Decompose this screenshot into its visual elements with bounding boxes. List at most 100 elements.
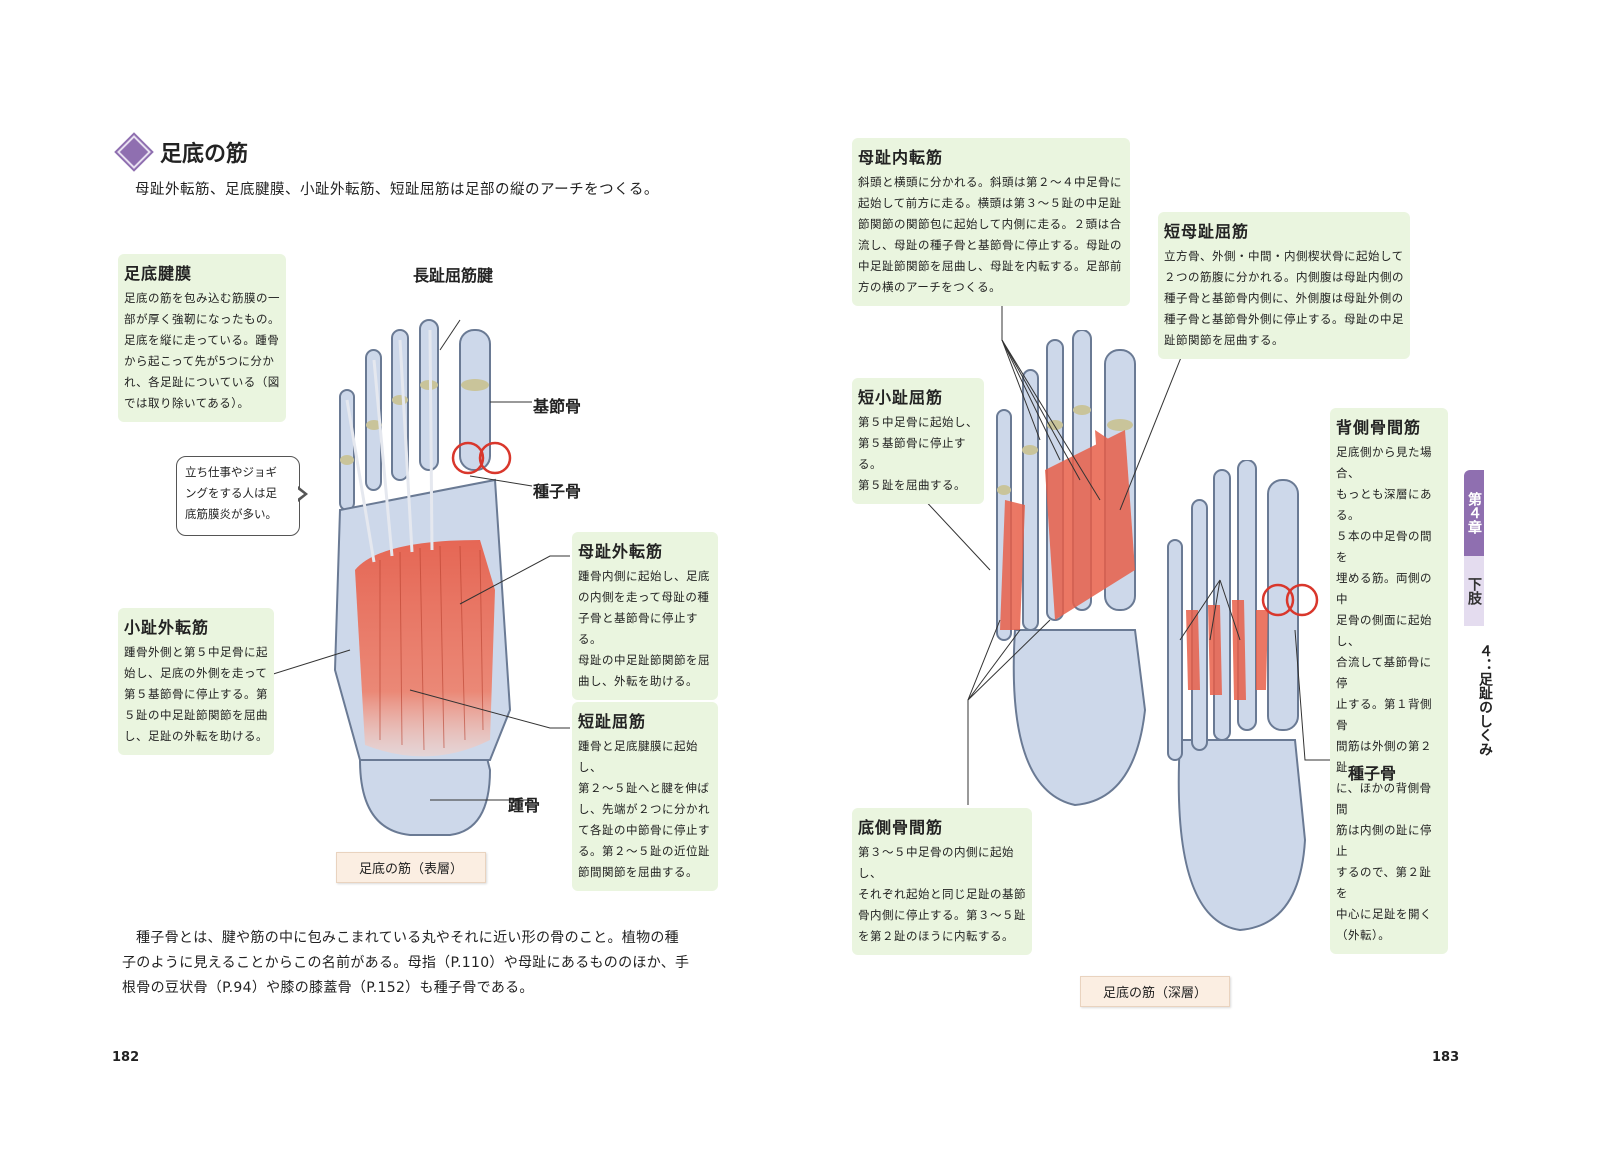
box-line: 中足趾節関節を屈曲し、母趾を内転する。足部前 [858, 259, 1122, 273]
foot-deep-illustration-1 [996, 330, 1147, 807]
box-tanshoushi-kukkin: 短小趾屈筋 第５中足骨に起始し、 第５基節骨に停止する。 第５趾を屈曲する。 [852, 378, 984, 504]
box-line: 節間関節を屈曲する。 [578, 865, 698, 879]
box-line: る。第２～５趾の近位趾 [578, 844, 710, 858]
body-line: 種子骨とは、腱や筋の中に包みこまれている丸やそれに近い形の骨のこと。植物の種 [136, 930, 679, 946]
body-text: 種子骨とは、腱や筋の中に包みこまれている丸やそれに近い形の骨のこと。植物の種 子… [122, 926, 722, 1001]
diamond-icon [114, 132, 154, 172]
box-line: 第３～５中足骨の内側に起始し、 [858, 845, 1014, 880]
box-line: 始し、足底の外側を走って [124, 666, 268, 680]
box-title: 母趾外転筋 [578, 542, 664, 561]
box-body: 第５中足骨に起始し、 第５基節骨に停止する。 第５趾を屈曲する。 [858, 412, 978, 496]
box-line: 骨内側に停止する。第３～５趾 [858, 908, 1026, 922]
body-line: 子のように見えることからこの名前がある。母指（P.110）や母趾にあるもののほか… [122, 955, 690, 971]
box-line: 節関節の関節包に起始して内側に走る。２頭は合 [858, 217, 1122, 231]
box-tanshi-kukkin: 短趾屈筋 踵骨と足底腱膜に起始し、 第２～５趾へと腱を伸ば し、先端が２つに分か… [572, 702, 718, 891]
box-body: 斜頭と横頭に分かれる。斜頭は第２～４中足骨に 起始して前方に走る。横頭は第３～５… [858, 172, 1124, 298]
box-title: 短趾屈筋 [578, 712, 647, 731]
box-title: 母趾内転筋 [858, 148, 944, 167]
box-line: し、足趾の外転を助ける。 [124, 729, 268, 743]
box-line: 足底側から見た場合、 [1336, 445, 1432, 480]
box-line: て各趾の中節骨に停止す [578, 823, 710, 837]
bubble-line: 底筋膜炎が多い。 [185, 507, 277, 521]
box-body: 踵骨外側と第５中足骨に起 始し、足底の外側を走って 第５基節骨に停止する。第 ５… [124, 642, 268, 747]
box-boshi-gaitenkin: 母趾外転筋 踵骨内側に起始し、足底 の内側を走って母趾の種 子骨と基節骨に停止す… [572, 532, 718, 700]
box-line: 第２～５趾へと腱を伸ば [578, 781, 710, 795]
box-line: 方の横のアーチをつくる。 [858, 280, 1002, 294]
box-line: を第２趾のほうに内転する。 [858, 929, 1014, 943]
box-line: 踵骨内側に起始し、足底 [578, 569, 710, 583]
box-tanboshi-kukkin: 短母趾屈筋 立方骨、外側・中間・内側楔状骨に起始して ２つの筋腹に分かれる。内側… [1158, 212, 1410, 359]
body-line: 根骨の豆状骨（P.94）や膝の膝蓋骨（P.152）も種子骨である。 [122, 980, 534, 996]
box-line: ５本の中足骨の間を [1336, 529, 1432, 564]
left-leader-lines [270, 319, 570, 801]
box-line: 趾節関節を屈曲する。 [1164, 333, 1284, 347]
box-line: 第５基節骨に停止する。第 [124, 687, 268, 701]
box-body: 足底の筋を包み込む筋膜の一 部が厚く強靭になったもの。 足底を縦に走っている。踵… [124, 288, 280, 414]
box-title: 底側骨間筋 [858, 818, 944, 837]
box-shoushi-gaitenkin: 小趾外転筋 踵骨外側と第５中足骨に起 始し、足底の外側を走って 第５基節骨に停止… [118, 608, 274, 755]
box-line: 合流して基節骨に停 [1336, 655, 1432, 690]
box-line: れ、各足趾についている（図 [124, 375, 280, 389]
bubble-line: 立ち仕事やジョギ [185, 465, 277, 479]
section-tab: ４：足趾のしくみ [1477, 644, 1493, 756]
box-sokutei-kenmaku: 足底腱膜 足底の筋を包み込む筋膜の一 部が厚く強靭になったもの。 足底を縦に走っ… [118, 254, 286, 422]
box-title: 短母趾屈筋 [1164, 222, 1250, 241]
box-body: 足底側から見た場合、 もっとも深層にある。 ５本の中足骨の間を 埋める筋。両側の… [1336, 442, 1442, 946]
box-line: ５趾の中足趾節関節を屈曲 [124, 708, 268, 722]
bubble-tail-inner [296, 488, 304, 500]
page-number-right: 183 [1432, 1050, 1460, 1065]
box-body: 踵骨と足底腱膜に起始し、 第２～５趾へと腱を伸ば し、先端が２つに分かれ て各趾… [578, 736, 712, 883]
foot-deep-illustration-2 [1167, 460, 1319, 932]
label-shushikotsu: 種子骨 [533, 482, 582, 501]
box-teisoku-kotsukankin: 底側骨間筋 第３～５中足骨の内側に起始し、 それぞれ起始と同じ足趾の基節 骨内側… [852, 808, 1032, 955]
box-line: 母趾の中足趾節関節を屈 [578, 653, 710, 667]
box-line: 斜頭と横頭に分かれる。斜頭は第２～４中足骨に [858, 175, 1122, 189]
box-line: 中心に足趾を開く [1336, 907, 1432, 921]
box-line: 埋める筋。両側の中 [1336, 571, 1432, 606]
label-shushikotsu-right: 種子骨 [1348, 764, 1397, 783]
box-line: ２つの筋腹に分かれる。内側腹は母趾内側の [1164, 270, 1404, 284]
box-line: 筋は内側の趾に停止 [1336, 823, 1432, 858]
box-title: 短小趾屈筋 [858, 388, 944, 407]
box-line: 部が厚く強靭になったもの。 [124, 312, 280, 326]
box-title: 背側骨間筋 [1336, 418, 1422, 437]
box-line: 止する。第１背側骨 [1336, 697, 1432, 732]
part-tab[interactable]: 下肢 [1464, 556, 1484, 626]
chapter-tab[interactable]: 第４章 [1464, 470, 1484, 556]
section-title-text: 足底の筋 [160, 142, 249, 167]
box-title: 足底腱膜 [124, 264, 193, 283]
box-body: 第３～５中足骨の内側に起始し、 それぞれ起始と同じ足趾の基節 骨内側に停止する。… [858, 842, 1026, 947]
box-line: に、ほかの背側骨間 [1336, 781, 1432, 816]
caption-superficial: 足底の筋（表層） [336, 852, 487, 883]
box-line: 曲し、外転を助ける。 [578, 674, 698, 688]
lead-text: 母趾外転筋、足底腱膜、小趾外転筋、短趾屈筋は足部の縦のアーチをつくる。 [135, 182, 659, 198]
box-body: 踵骨内側に起始し、足底 の内側を走って母趾の種 子骨と基節骨に停止する。 母趾の… [578, 566, 712, 692]
caption-deep: 足底の筋（深層） [1080, 976, 1231, 1007]
box-line: 第５中足骨に起始し、 [858, 415, 978, 429]
box-line: 踵骨外側と第５中足骨に起 [124, 645, 268, 659]
label-kisetsukotsu: 基節骨 [533, 397, 582, 416]
box-line: 種子骨と基節骨外側に停止する。母趾の中足 [1164, 312, 1404, 326]
callout-bubble: 立ち仕事やジョギ ングをする人は足 底筋膜炎が多い。 [176, 456, 300, 536]
box-line: 足底の筋を包み込む筋膜の一 [124, 291, 280, 305]
box-line: 流し、母趾の種子骨と基節骨に停止する。母趾の [858, 238, 1122, 252]
box-line: 第５基節骨に停止する。 [858, 436, 966, 471]
box-line: し、先端が２つに分かれ [578, 802, 710, 816]
box-line: それぞれ起始と同じ足趾の基節 [858, 887, 1026, 901]
section-title: 足底の筋 [114, 132, 249, 172]
box-line: するので、第２趾を [1336, 865, 1432, 900]
box-title: 小趾外転筋 [124, 618, 210, 637]
box-line: では取り除いてある）。 [124, 396, 250, 410]
box-line: 足底を縦に走っている。踵骨 [124, 333, 280, 347]
box-line: から起こって先が5つに分か [124, 354, 275, 368]
box-line: （外転）。 [1336, 928, 1391, 942]
label-shoukotsu: 踵骨 [508, 796, 541, 815]
box-line: 起始して前方に走る。横頭は第３～５趾の中足趾 [858, 196, 1122, 210]
page-number-left: 182 [112, 1050, 140, 1065]
box-line: 第５趾を屈曲する。 [858, 478, 966, 492]
chapter-side-tab[interactable]: 第４章 下肢 ４：足趾のしくみ [1464, 470, 1506, 756]
right-leader-lines [920, 300, 1340, 805]
box-haisoku-kotsukankin: 背側骨間筋 足底側から見た場合、 もっとも深層にある。 ５本の中足骨の間を 埋め… [1330, 408, 1448, 954]
box-line: 間筋は外側の第２趾 [1336, 739, 1432, 774]
box-line: 足骨の側面に起始し、 [1336, 613, 1432, 648]
